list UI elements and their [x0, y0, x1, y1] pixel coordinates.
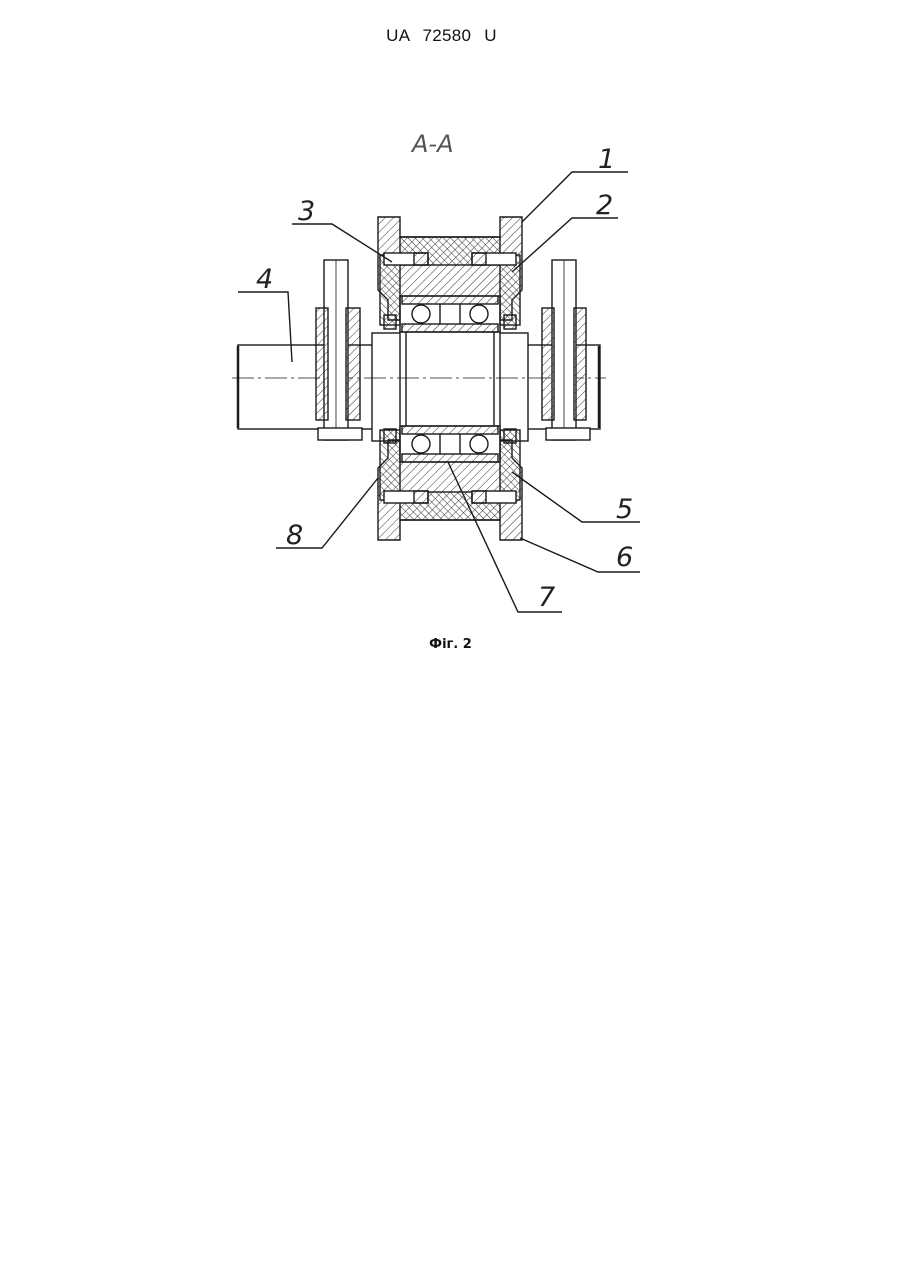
- callout-3: 3: [298, 196, 315, 227]
- callout-1: 1: [598, 144, 615, 175]
- callout-5: 5: [616, 494, 633, 525]
- callout-6: 6: [616, 542, 633, 573]
- callout-4: 4: [256, 264, 273, 295]
- section-label: A-A: [410, 130, 454, 158]
- document-number: UA 72580 U: [0, 26, 883, 46]
- technical-drawing: A-A: [225, 120, 655, 620]
- figure-caption: Фіг. 2: [0, 637, 901, 652]
- callout-8: 8: [286, 520, 303, 551]
- callout-7: 7: [538, 582, 555, 613]
- callout-2: 2: [596, 190, 613, 221]
